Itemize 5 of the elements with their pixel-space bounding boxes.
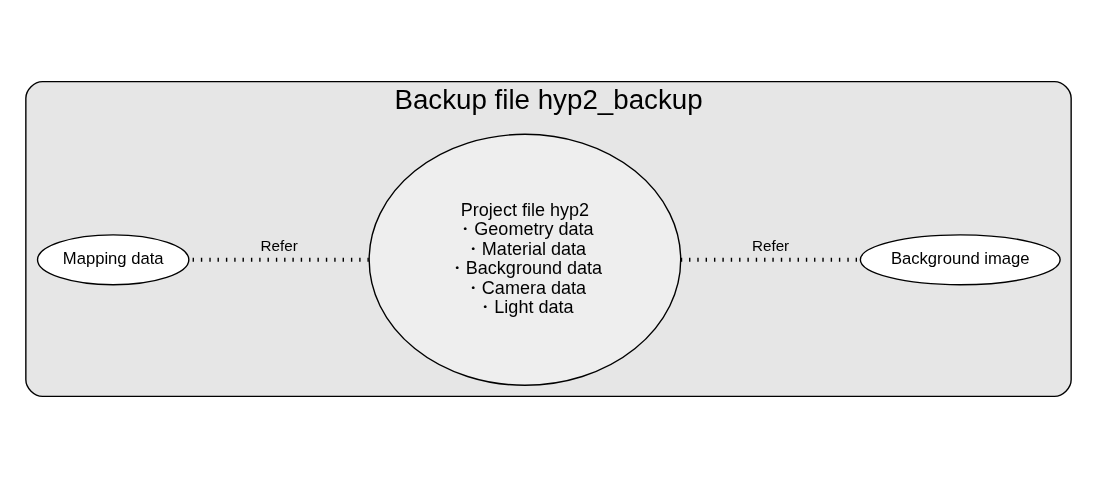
node-ellipse: Mapping data <box>36 234 190 286</box>
node-ellipse: Project file hyp2 ・Geometry data ・Material data ・Background data ・Camera data ・Light data <box>368 133 682 386</box>
edge-label: Refer <box>260 237 298 255</box>
edge-label: Refer <box>751 237 790 255</box>
node-ellipse: Background image <box>859 234 1061 286</box>
